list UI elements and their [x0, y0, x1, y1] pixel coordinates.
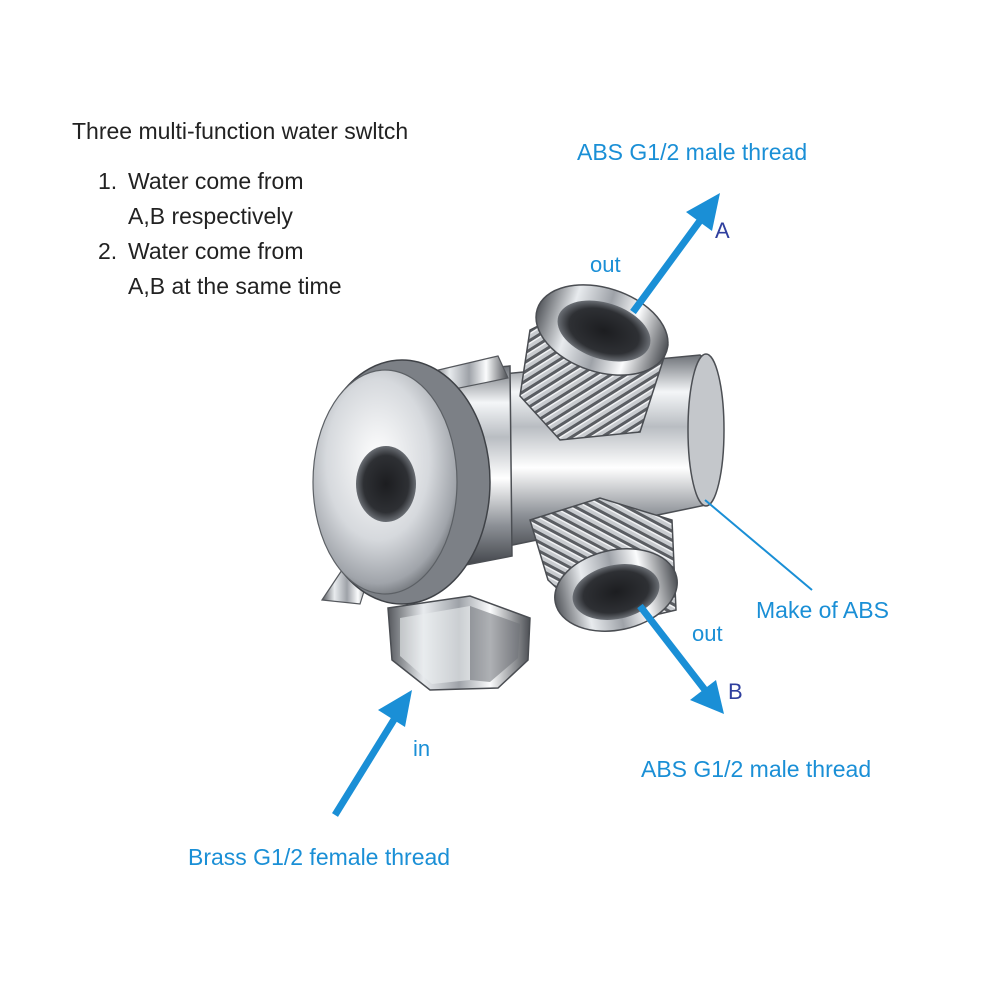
outlet-b-flow-label: out: [692, 621, 723, 646]
intro-title: Three multi-function water swltch: [72, 118, 409, 144]
body-material-label: Make of ABS: [756, 597, 889, 623]
outlet-a-flow-label: out: [590, 252, 621, 277]
intro-item-1: 1. Water come from A,B respectively: [98, 164, 341, 234]
valve-cap: [312, 359, 491, 605]
outlet-b-thread-label: ABS G1/2 male thread: [641, 756, 872, 782]
outlet-b-arrow: [637, 603, 724, 714]
intro-item-1-line2: A,B respectively: [128, 203, 293, 229]
intro-item-1-number: 1.: [98, 168, 118, 194]
outlet-a-thread-label: ABS G1/2 male thread: [577, 139, 808, 165]
inlet-thread-label: Brass G1/2 female thread: [188, 844, 451, 870]
outlet-b-letter: B: [728, 679, 743, 704]
intro-item-2-line1: Water come from: [128, 238, 304, 264]
outlet-a-arrow: [630, 193, 720, 315]
intro-item-2-number: 2.: [98, 238, 118, 264]
outlet-b-fitting: [529, 497, 678, 632]
intro-item-2: 2. Water come from A,B at the same time: [98, 234, 341, 304]
inlet-flow-label: in: [413, 736, 431, 761]
inlet-nut: [387, 595, 531, 691]
inlet-arrow: [332, 690, 412, 817]
intro-list: 1. Water come from A,B respectively 2. Wat…: [98, 164, 341, 304]
material-leader-line: [704, 499, 813, 591]
intro-item-1-line1: Water come from: [128, 168, 304, 194]
outlet-a-letter: A: [715, 218, 730, 243]
intro-item-2-line2: A,B at the same time: [128, 273, 342, 299]
